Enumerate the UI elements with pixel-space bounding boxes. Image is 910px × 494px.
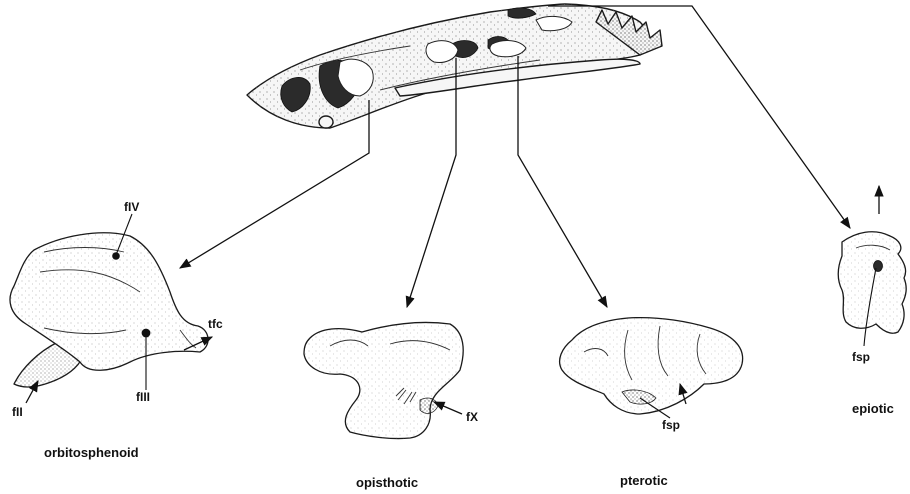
caption-opisthotic: opisthotic [356, 475, 418, 490]
caption-pterotic: pterotic [620, 473, 668, 488]
label-fsp-epiotic: fsp [852, 350, 870, 364]
label-fX: fX [466, 410, 478, 424]
skull-drawing [247, 4, 662, 128]
pterotic-drawing [560, 318, 743, 418]
label-fIII: fIII [136, 390, 150, 404]
label-fIV: fIV [124, 200, 139, 214]
opisthotic-drawing [304, 322, 463, 438]
orbitosphenoid-drawing [10, 214, 212, 403]
epiotic-drawing [838, 186, 906, 346]
label-tfc: tfc [208, 317, 223, 331]
caption-orbitosphenoid: orbitosphenoid [44, 445, 139, 460]
leader-pterotic [518, 56, 607, 307]
caption-epiotic: epiotic [852, 401, 894, 416]
leader-orbitosphenoid [180, 100, 369, 268]
label-fsp-pterotic: fsp [662, 418, 680, 432]
label-fII: fII [12, 405, 23, 419]
